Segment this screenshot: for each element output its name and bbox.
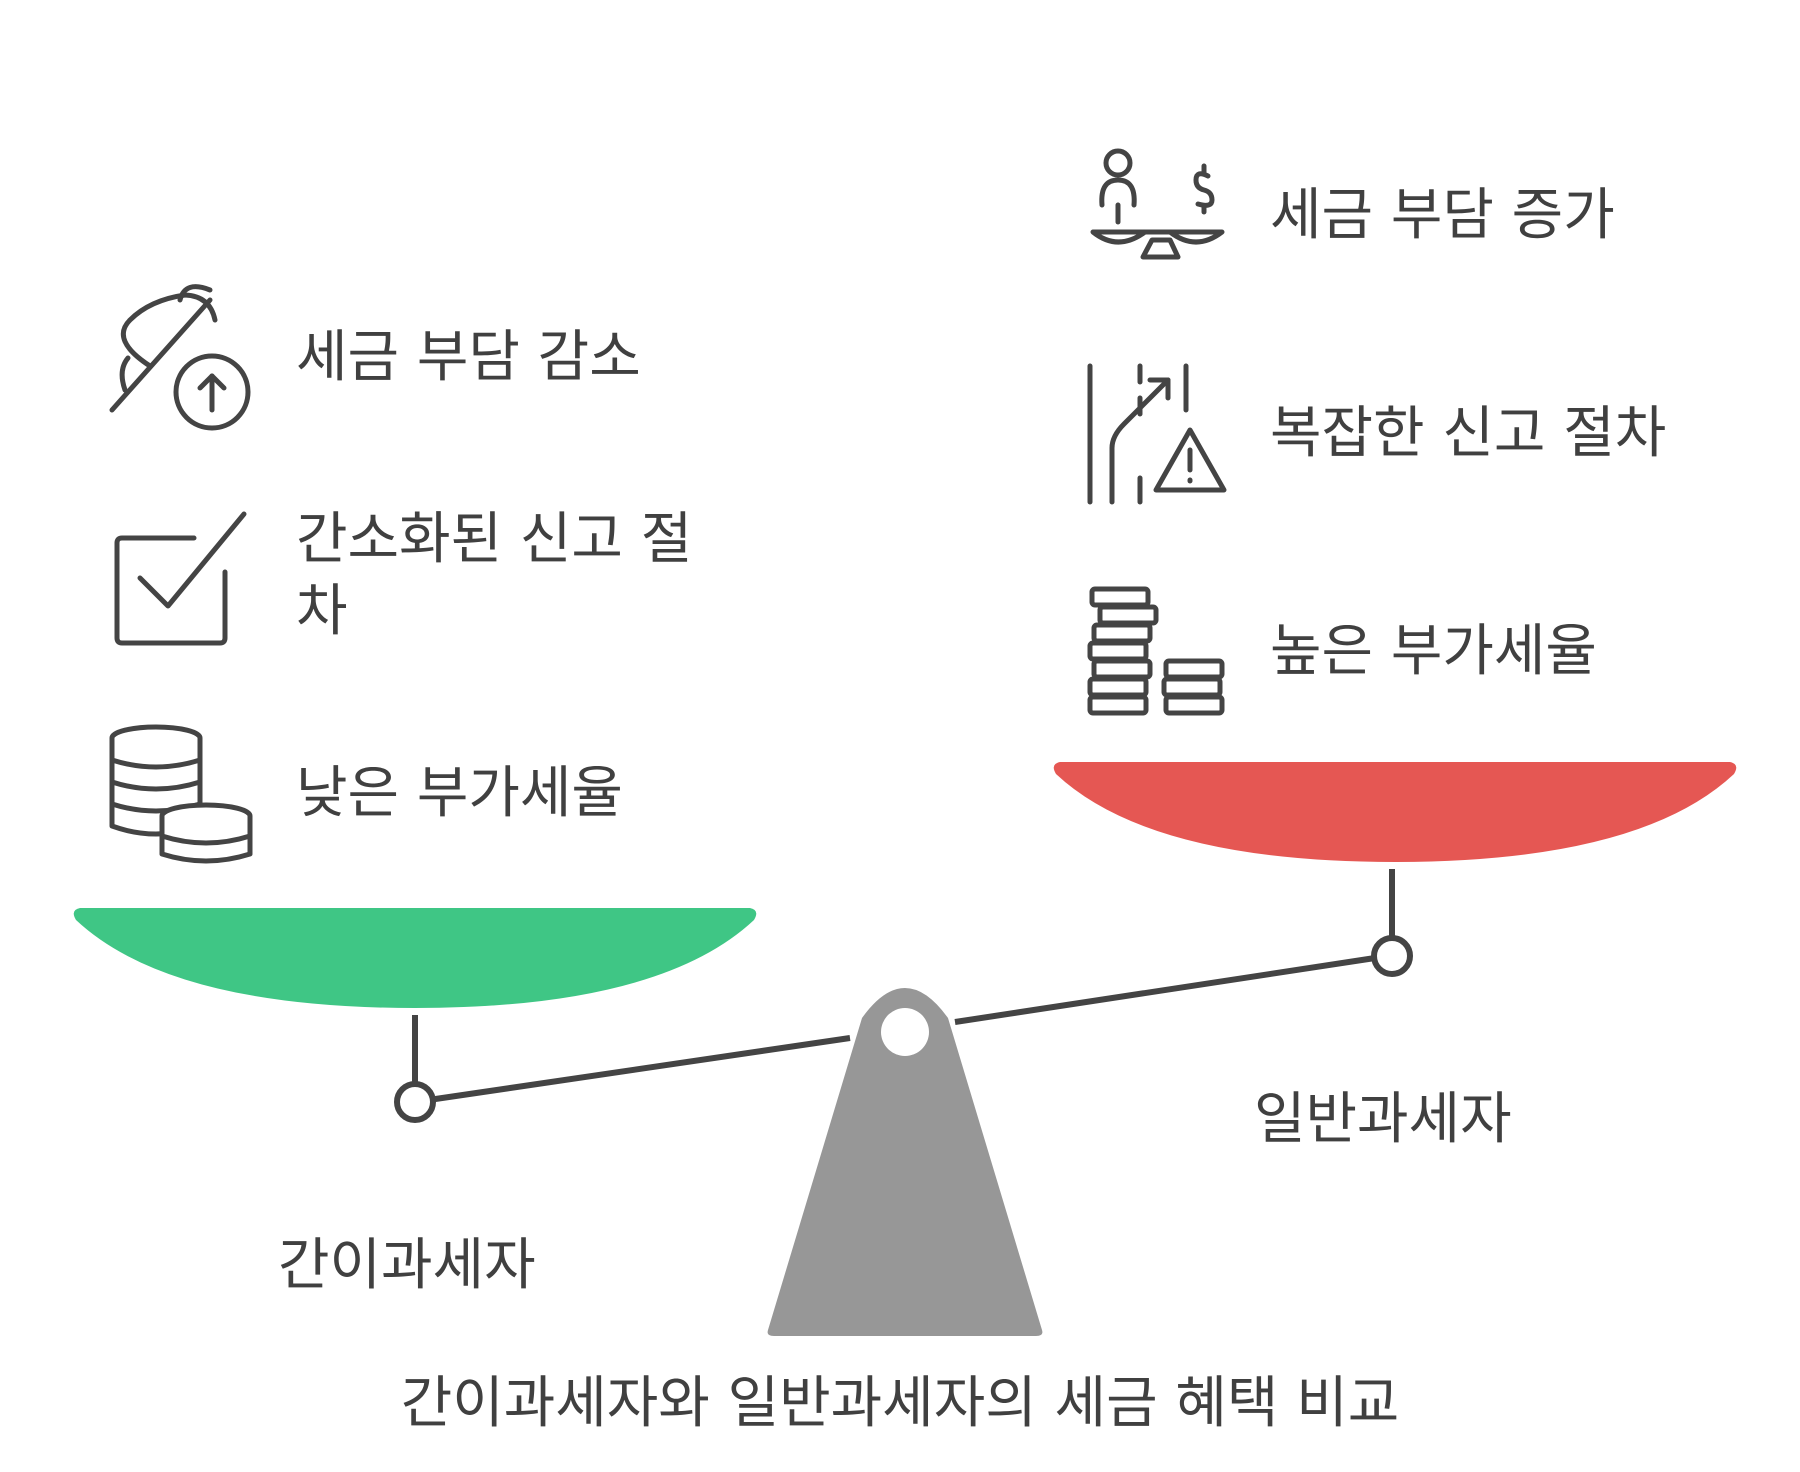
left-pan [73, 908, 757, 1008]
beam-left [414, 1035, 851, 1105]
right-item-2-label: 복잡한 신고 절차 [1270, 401, 1667, 466]
right-side-name: 일반과세자 [1254, 1087, 1512, 1152]
left-item-1-label: 세금 부담 감소 [296, 325, 641, 390]
right-pan-joint [1371, 935, 1413, 977]
left-pan-joint [394, 1081, 436, 1123]
left-item-2-label: 간소화된 신고 절차 [296, 507, 693, 644]
right-pan [1053, 762, 1737, 862]
stacked-bars-icon [1087, 586, 1225, 716]
right-item-3-label: 높은 부가세율 [1270, 619, 1597, 684]
checkbox-icon [114, 511, 247, 646]
fulcrum-pivot [881, 1008, 929, 1056]
beam-right [954, 955, 1376, 1025]
person-dollar-scale-icon [1090, 148, 1225, 260]
diagram-caption: 간이과세자와 일반과세자의 세금 혜택 비교 [400, 1371, 1400, 1436]
road-warning-icon [1087, 363, 1227, 505]
feather-up-icon [109, 284, 251, 431]
coins-icon [109, 724, 253, 864]
fulcrum [767, 988, 1043, 1336]
left-side-name: 간이과세자 [278, 1233, 536, 1298]
left-item-3-label: 낮은 부가세율 [296, 761, 623, 826]
right-item-1-label: 세금 부담 증가 [1270, 183, 1615, 248]
